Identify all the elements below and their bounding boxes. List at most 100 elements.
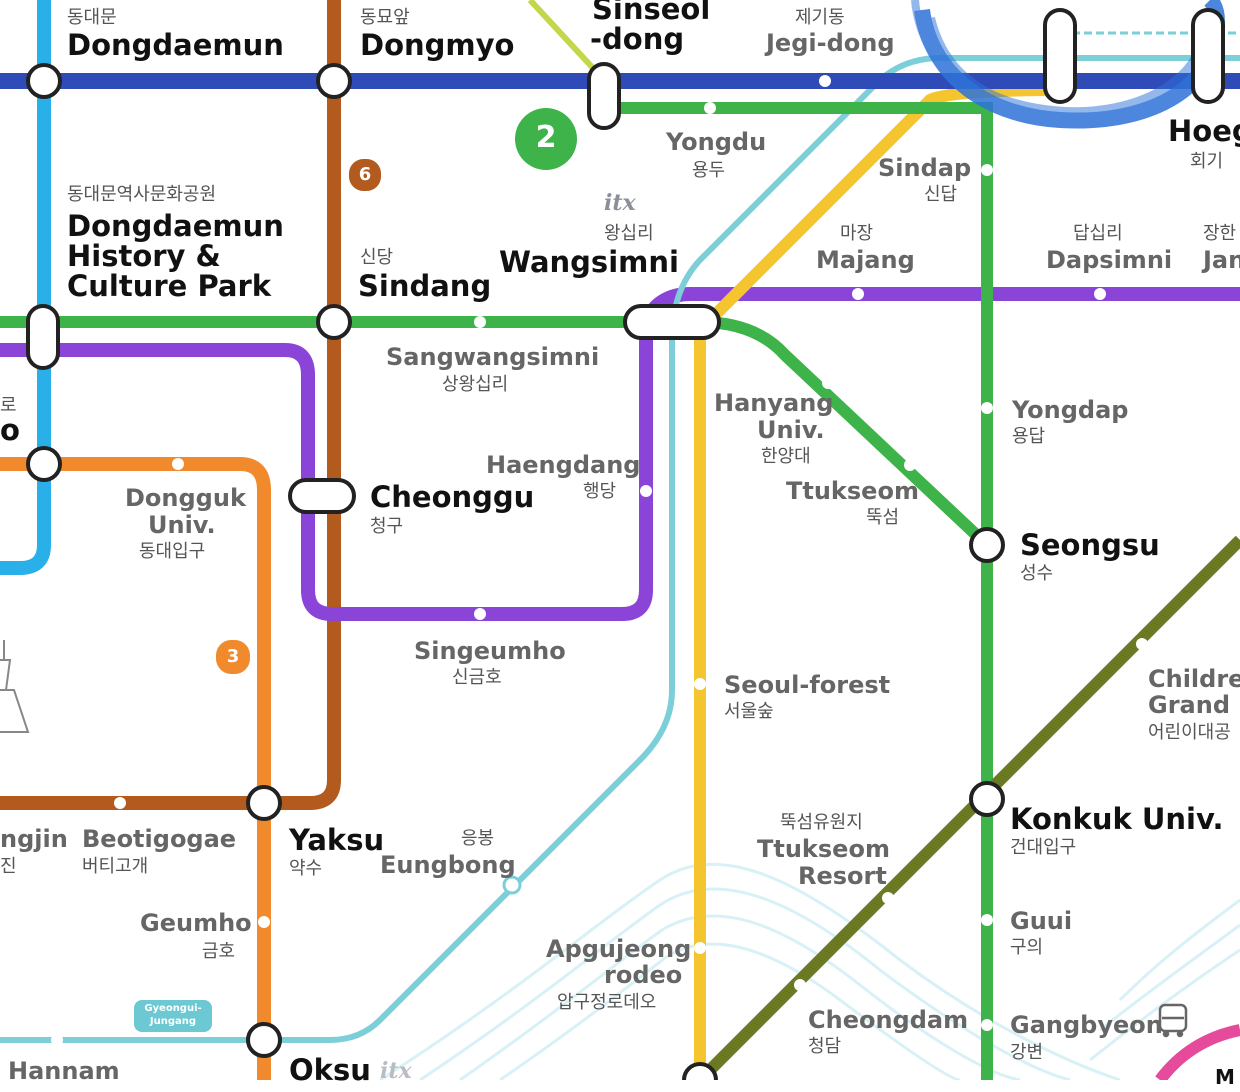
label-beotigogae: Beotigogae — [82, 825, 237, 853]
label-seoulforest: Seoul-forest — [724, 671, 891, 699]
label-yaksu: Yaksu — [289, 823, 385, 857]
label-sindang: Sindang — [358, 269, 492, 303]
label-ddp-2: History & — [67, 239, 221, 273]
label-oksu: Oksu — [289, 1053, 371, 1087]
label-hanyang-1: Hanyang — [714, 389, 834, 417]
label-cheonggu-ko: 청구 — [370, 516, 404, 537]
label-yongdap: Yongdap — [1012, 396, 1129, 424]
label-hanyang-2: Univ. — [757, 416, 825, 444]
line-6 — [0, 0, 341, 810]
label-childrens-2: Grand P — [1148, 691, 1240, 719]
label-resort-ko: 뚝섬유원지 — [780, 812, 863, 833]
label-eungbong-ko: 응봉 — [461, 828, 495, 849]
label-haengdang: Haengdang — [486, 451, 641, 479]
label-edge-ko: 로 — [0, 395, 17, 416]
label-eungbong: Eungbong — [380, 851, 516, 879]
station-cheonggu — [288, 478, 356, 514]
label-guui-ko: 구의 — [1010, 937, 1044, 958]
label-yongdu: Yongdu — [666, 128, 767, 156]
line-2 — [0, 316, 993, 1080]
station-seongsu — [969, 527, 1005, 563]
label-gangbyeon-ko: 강변 — [1010, 1042, 1044, 1063]
label-konkuk: Konkuk Univ. — [1010, 802, 1224, 836]
bus-terminal-icon — [1158, 1003, 1188, 1038]
label-childrens-1: Children — [1148, 665, 1240, 693]
station-oksu — [246, 1022, 282, 1058]
line-7 — [695, 535, 1240, 1080]
label-cheongdam-ko: 청담 — [808, 1036, 842, 1057]
label-janghan: Jan — [1203, 246, 1240, 274]
itx-logo-oksu: itx — [380, 1058, 412, 1084]
label-apgujeong-ko: 압구정로데오 — [557, 992, 657, 1013]
label-haengdang-ko: 행당 — [583, 481, 617, 502]
label-hoegi-ko: 회기 — [1190, 151, 1224, 172]
label-resort-2: Resort — [798, 862, 887, 890]
han-river-pattern — [379, 862, 1240, 1080]
label-hanyang-ko: 한양대 — [761, 446, 811, 467]
line-3 — [0, 457, 271, 1080]
label-seongsu-ko: 성수 — [1020, 563, 1054, 584]
station-sinseol — [587, 62, 621, 130]
label-majang-ko: 마장 — [840, 223, 874, 244]
label-dongdaemun-ko: 동대문 — [67, 7, 117, 28]
label-ttukseom-ko: 뚝섬 — [866, 507, 900, 528]
label-ddp-1: Dongdaemun — [67, 209, 284, 243]
label-wangsimni: Wangsimni — [499, 245, 679, 279]
label-dongguk-2: Univ. — [148, 511, 216, 539]
label-sindap-ko: 신답 — [924, 184, 958, 205]
label-seoulforest-ko: 서울숲 — [724, 701, 774, 722]
line-3-badge: 3 — [216, 640, 250, 674]
label-dongguk-ko: 동대입구 — [139, 541, 206, 562]
station-hoegi — [1191, 8, 1225, 104]
label-dongmyo-ko: 동묘앞 — [360, 7, 410, 28]
label-cheonggu: Cheonggu — [370, 480, 535, 514]
station-ddp — [26, 304, 60, 370]
label-ddp-3: Culture Park — [67, 269, 272, 303]
label-hoegi: Hoeg — [1168, 114, 1240, 148]
label-edge-en: o — [0, 413, 20, 447]
label-edge-left: ngjin — [0, 825, 68, 853]
label-wangsimni-ko: 왕십리 — [604, 223, 654, 244]
station-edge-bottom — [682, 1062, 718, 1080]
label-sangwangsimni: Sangwangsimni — [386, 343, 600, 371]
label-apgujeong-2: rodeo — [604, 961, 683, 989]
station-wangsimni — [623, 304, 721, 340]
label-cheongdam: Cheongdam — [808, 1006, 969, 1034]
label-ddp-ko: 동대문역사문화공원 — [67, 184, 217, 205]
station-jegi-transfer — [1043, 8, 1077, 104]
line-yellow — [694, 84, 1061, 1080]
station-konkuk — [969, 781, 1005, 817]
line-2-badge: 2 — [515, 108, 577, 170]
station-dongmyo — [316, 63, 352, 99]
gyeongui-badge: Gyeongui-Jungang — [134, 1000, 212, 1032]
label-geumho: Geumho — [140, 909, 252, 937]
label-majang: Majang — [816, 246, 915, 274]
station-euljiro — [26, 446, 62, 482]
label-dongguk-1: Dongguk — [125, 484, 246, 512]
label-beotigogae-ko: 버티고개 — [82, 856, 149, 877]
label-sinseol-1: Sinseol — [592, 0, 711, 26]
station-sindang — [316, 304, 352, 340]
label-dongdaemun: Dongdaemun — [67, 28, 284, 62]
label-sinseol-2: -dong — [590, 22, 685, 56]
line-ui — [527, 0, 607, 83]
label-ttukseom: Ttukseom — [786, 477, 919, 505]
line-6-badge: 6 — [349, 159, 381, 191]
line-suin — [1155, 1024, 1240, 1080]
label-apgujeong-1: Apgujeong — [546, 935, 692, 963]
label-hannam: Hannam — [8, 1057, 120, 1085]
label-sindang-ko: 신당 — [360, 247, 394, 268]
label-singeumho-ko: 신금호 — [452, 667, 502, 688]
label-konkuk-ko: 건대입구 — [1010, 837, 1077, 858]
label-gangbyeon: Gangbyeon — [1010, 1011, 1163, 1039]
label-geumho-ko: 금호 — [202, 941, 236, 962]
label-edge-left-ko: 진 — [0, 856, 17, 877]
label-yongdap-ko: 용답 — [1012, 426, 1046, 447]
label-guui: Guui — [1010, 907, 1073, 935]
line-4 — [0, 0, 51, 575]
label-edge-m: M — [1215, 1065, 1235, 1089]
itx-logo: itx — [604, 190, 636, 216]
label-seongsu: Seongsu — [1020, 528, 1160, 562]
landmark-tower-icon — [0, 640, 30, 733]
